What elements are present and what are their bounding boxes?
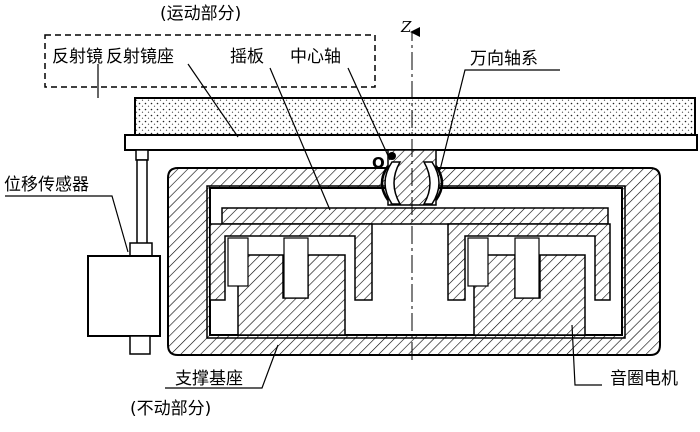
voice-coil-motor-right bbox=[447, 223, 611, 336]
gimbal-assembly bbox=[380, 149, 444, 206]
moving-part-caption: (运动部分) bbox=[160, 4, 241, 24]
label-mirror-mount: 反射镜座 bbox=[106, 47, 174, 67]
voice-coil-motor-left bbox=[209, 223, 373, 336]
fixed-part-caption: (不动部分) bbox=[130, 399, 211, 419]
label-displacement-sensor: 位移传感器 bbox=[4, 175, 89, 195]
label-voice-coil-motor: 音圈电机 bbox=[610, 369, 678, 389]
displacement-sensor bbox=[87, 149, 161, 355]
z-axis-label: Z bbox=[400, 18, 412, 36]
mirror-mount bbox=[124, 134, 698, 151]
label-rocker: 摇板 bbox=[230, 47, 264, 67]
origin-point bbox=[388, 152, 396, 160]
origin-label: O bbox=[372, 154, 385, 172]
label-center-shaft: 中心轴 bbox=[290, 47, 341, 67]
mirror bbox=[134, 97, 696, 136]
label-mirror: 反射镜 bbox=[52, 47, 103, 67]
rocker-plate bbox=[221, 207, 609, 225]
moving-part-box bbox=[44, 34, 376, 88]
label-gimbal: 万向轴系 bbox=[470, 49, 538, 69]
leader-lines bbox=[5, 63, 602, 389]
label-support-base: 支撑基座 bbox=[175, 369, 243, 389]
